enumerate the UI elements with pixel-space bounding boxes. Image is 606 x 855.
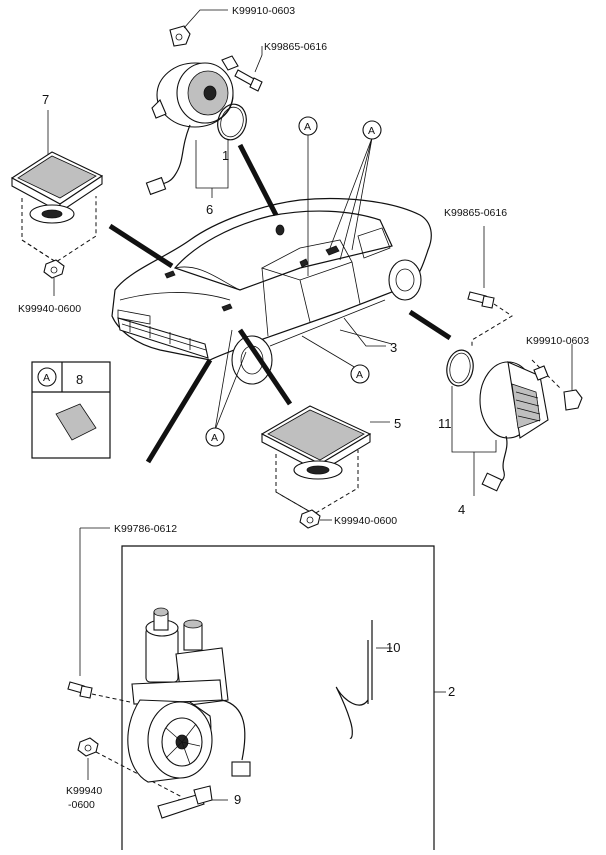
location-arrows [108, 143, 452, 464]
item-number-labels: 1 6 7 3 11 4 5 8 2 10 9 [42, 92, 465, 807]
callout-a-3: A [350, 364, 370, 384]
item-9: 9 [234, 792, 241, 807]
item-10: 10 [386, 640, 400, 655]
item-7: 7 [42, 92, 49, 107]
speaker-body-top [151, 55, 239, 128]
item-1: 1 [222, 148, 229, 163]
svg-text:A: A [368, 125, 375, 137]
label-k99865-right: K99865-0616 [444, 207, 507, 219]
svg-text:A: A [356, 369, 363, 381]
antenna-motor [131, 607, 229, 707]
rear-right-speaker-assembly [260, 405, 390, 529]
callout-a-1: A [298, 116, 318, 136]
label-k99910-right: K99910-0603 [526, 335, 589, 347]
callout-leaders [214, 134, 393, 431]
callout-a-markers: A A A A A [37, 116, 382, 447]
label-k99940-left: K99940-0600 [18, 303, 81, 315]
mount-clip-right [563, 389, 583, 411]
mount-clip-top [169, 25, 191, 47]
item-2: 2 [448, 684, 455, 699]
bolt-lower-left [67, 681, 93, 699]
antenna-mast-10 [335, 620, 392, 739]
label-k99940-mid: K99940-0600 [334, 515, 397, 527]
svg-text:A: A [211, 432, 218, 444]
rear-left-speaker-assembly [10, 110, 104, 296]
power-antenna-assembly [67, 527, 446, 850]
car-body [111, 197, 432, 385]
bolt-top [234, 69, 263, 92]
item-6: 6 [206, 202, 213, 217]
part-number-labels: K99910-0603 K99865-0616 K99940-0600 K998… [18, 5, 589, 811]
item-11: 11 [438, 416, 452, 431]
callout-a-inset: A [37, 367, 57, 387]
bolt-right [467, 291, 495, 309]
item-3: 3 [390, 340, 397, 355]
bracket-9 [157, 785, 228, 819]
label-k99940-bottom-a: K99940 [66, 785, 102, 797]
o-ring-1 [217, 103, 247, 141]
label-k99940-bottom-b: -0600 [68, 799, 95, 811]
label-k99865-top: K99865-0616 [264, 41, 327, 53]
item-4: 4 [458, 502, 465, 517]
part-8-inset [31, 361, 111, 459]
item-5: 5 [394, 416, 401, 431]
front-door-speaker-assembly [145, 9, 263, 198]
rear-door-speaker-assembly [446, 226, 583, 496]
label-k99910-top: K99910-0603 [232, 5, 295, 17]
nut-center [299, 509, 321, 529]
nut-lower-left [77, 737, 99, 757]
callout-a-2: A [362, 120, 382, 140]
o-ring-11 [446, 349, 474, 387]
svg-text:A: A [304, 121, 311, 133]
item-8: 8 [76, 372, 83, 387]
nut-left [43, 259, 65, 279]
antenna-reel-housing [127, 699, 213, 783]
svg-text:A: A [43, 372, 50, 384]
label-k99786: K99786-0612 [114, 523, 177, 535]
callout-a-4: A [205, 427, 225, 447]
